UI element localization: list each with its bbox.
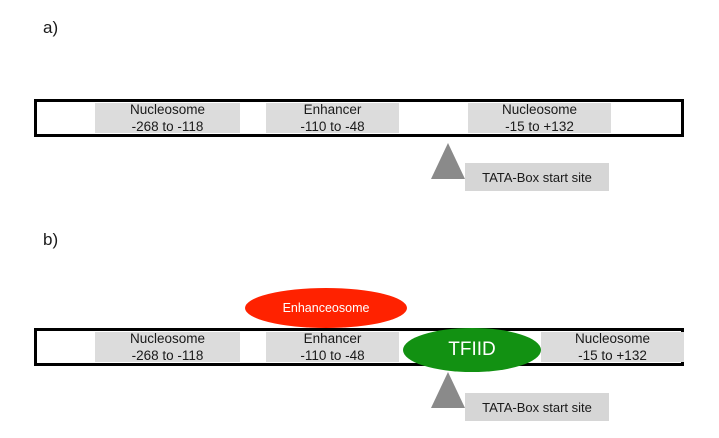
nucleosome-segment-b-2: Nucleosome -15 to +132	[541, 331, 684, 363]
tata-box-label-b: TATA-Box start site	[465, 393, 609, 421]
tata-triangle-a	[431, 143, 465, 179]
segment-name: Nucleosome	[129, 102, 206, 117]
segment-name: Nucleosome	[129, 331, 206, 346]
segment-range: -110 to -48	[300, 119, 365, 134]
segment-range: -268 to -118	[131, 119, 204, 134]
segment-range: -15 to +132	[578, 348, 647, 363]
enhancer-segment-a: Enhancer -110 to -48	[266, 102, 399, 134]
segment-name: Nucleosome	[574, 331, 651, 346]
segment-name: Enhancer	[303, 331, 362, 346]
tfiid-ellipse: TFIID	[403, 328, 541, 372]
panel-b-label: b)	[43, 230, 59, 249]
panel-a-label: a)	[43, 18, 59, 37]
nucleosome-segment-a-2: Nucleosome -15 to +132	[468, 102, 611, 134]
segment-range: -110 to -48	[300, 348, 365, 363]
dna-strand-a: Nucleosome -268 to -118 Enhancer -110 to…	[34, 99, 684, 137]
enhancer-segment-b: Enhancer -110 to -48	[266, 331, 399, 363]
tata-box-label-a: TATA-Box start site	[465, 163, 609, 191]
segment-name: Nucleosome	[501, 102, 578, 117]
segment-name: Enhancer	[303, 102, 362, 117]
nucleosome-segment-b-1: Nucleosome -268 to -118	[95, 331, 240, 363]
tata-triangle-b	[431, 372, 465, 408]
enhanceosome-ellipse: Enhanceosome	[245, 288, 407, 328]
segment-range: -15 to +132	[505, 119, 574, 134]
segment-range: -268 to -118	[131, 348, 204, 363]
enhanceosome-label: Enhanceosome	[282, 301, 370, 315]
dna-strand-b: Nucleosome -268 to -118 Enhancer -110 to…	[34, 328, 684, 366]
tfiid-label: TFIID	[448, 339, 496, 360]
nucleosome-segment-a-1: Nucleosome -268 to -118	[95, 102, 240, 134]
